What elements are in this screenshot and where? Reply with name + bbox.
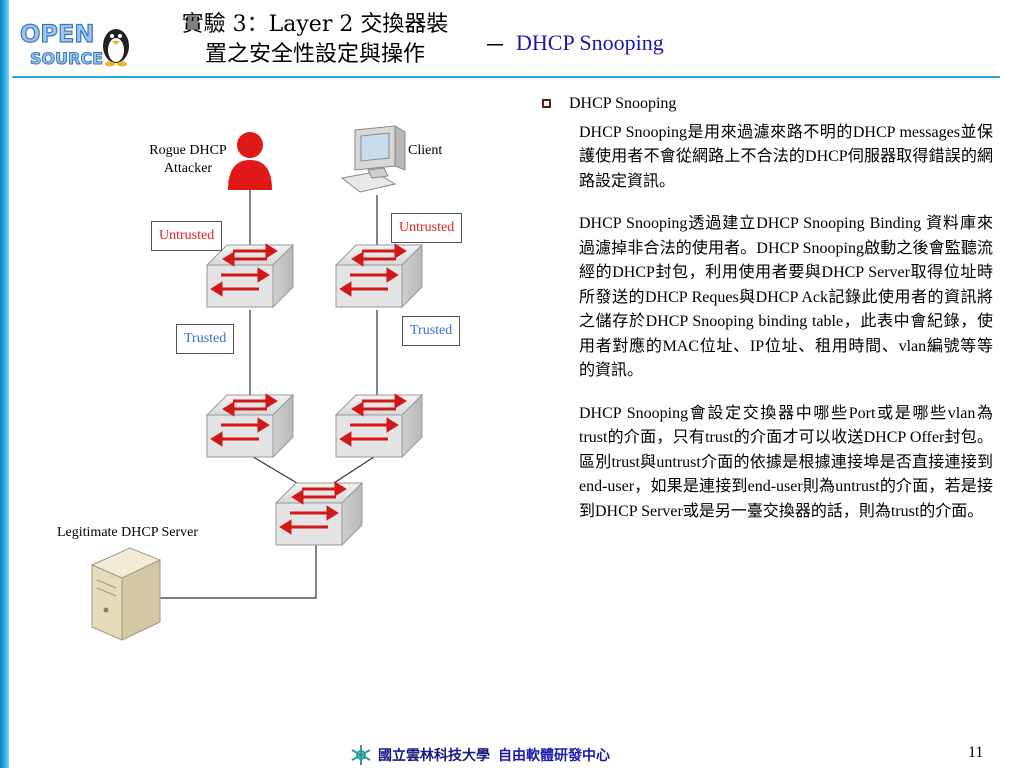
client-label: Client (408, 143, 443, 158)
page-subtitle: DHCP Snooping (516, 30, 664, 55)
title-dash: － (484, 34, 507, 59)
page-title: 實驗 3：Layer 2 交換器裝 置之安全性設定與操作 (145, 10, 485, 70)
header-divider (12, 76, 1000, 78)
trusted-port-label-right: Trusted (402, 316, 461, 346)
paragraph-2: DHCP Snooping透過建立DHCP Snooping Binding 資… (579, 215, 993, 379)
content-panel: DHCP Snooping DHCP Snooping是用來過濾來路不明的DHC… (538, 92, 993, 524)
server-label: Legitimate DHCP Server (57, 525, 199, 540)
paragraph-3: DHCP Snooping會設定交換器中哪些Port或是哪些vlan為trust… (579, 404, 993, 520)
switch-icon-left-top (205, 243, 295, 309)
logo-text-source: SOURCE (30, 49, 103, 68)
switch-icon-right-middle (334, 393, 424, 459)
untrusted-port-label-right: Untrusted (391, 213, 463, 243)
switch-icon-left-middle (205, 393, 295, 459)
network-diagram (90, 125, 424, 641)
attacker-label: Rogue DHCP Attacker (140, 142, 236, 178)
square-bullet-icon (542, 99, 551, 108)
footer: 國立雲林科技大學 自由軟體研發中心 (350, 744, 610, 766)
footer-center: 自由軟體研發中心 (498, 748, 610, 764)
attacker-label-line-1: Rogue DHCP (149, 143, 227, 158)
footer-university: 國立雲林科技大學 (378, 748, 490, 764)
logo-text-open: OPEN (20, 20, 94, 48)
switch-icon-bottom (274, 481, 364, 547)
open-source-logo: OPEN SOURCE (16, 12, 136, 70)
untrusted-port-label-left: Untrusted (151, 221, 223, 251)
title-line-1: 實驗 3：Layer 2 交換器裝 (181, 12, 449, 37)
title-line-2: 置之安全性設定與操作 (204, 42, 425, 67)
penguin-icon (103, 29, 129, 67)
left-accent-bar (0, 0, 9, 768)
attacker-person-icon (228, 132, 272, 190)
trusted-port-label-left: Trusted (176, 324, 235, 354)
attacker-label-line-2: Attacker (163, 161, 213, 176)
bullet-title: DHCP Snooping (569, 95, 677, 112)
switch-icon-right-top (334, 243, 424, 309)
paragraph-1: DHCP Snooping是用來過濾來路不明的DHCP messages並保護使… (579, 123, 993, 190)
snowflake-logo-icon (351, 745, 371, 765)
server-icon (90, 547, 162, 641)
bullet-item: DHCP Snooping (538, 92, 993, 117)
page-number: 11 (968, 744, 984, 761)
client-computer-icon (340, 125, 406, 193)
